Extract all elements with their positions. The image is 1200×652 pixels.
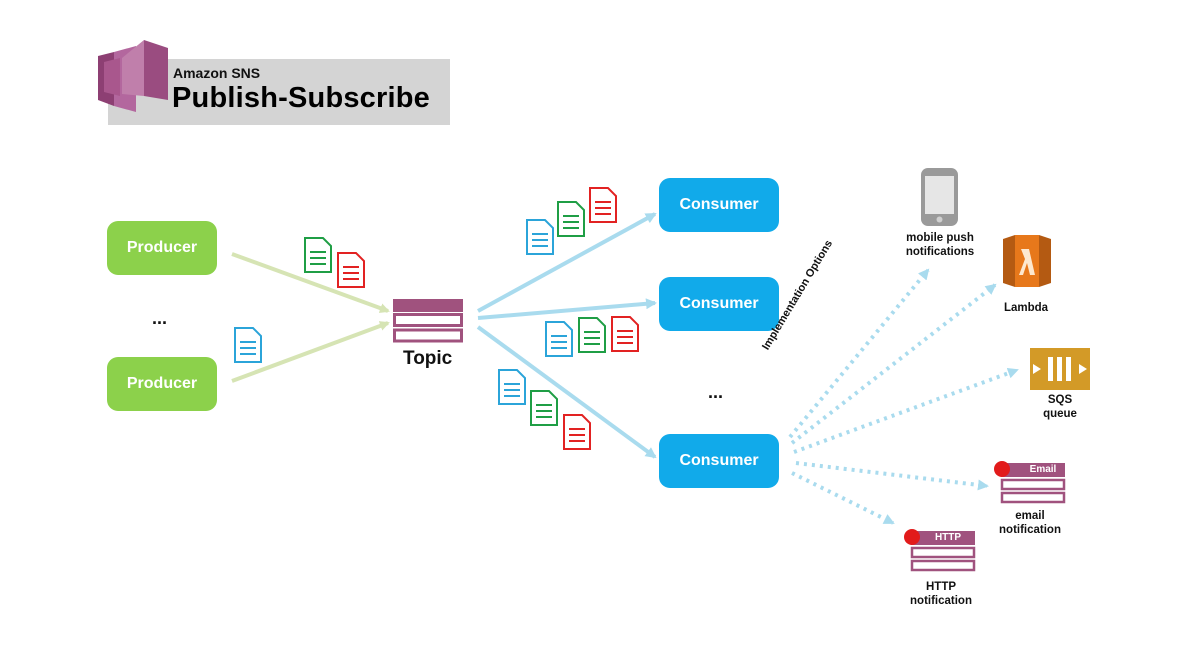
lambda-icon [1003, 235, 1051, 287]
email-label-line2: notification [999, 524, 1061, 536]
mobile-phone-icon [921, 168, 958, 226]
producer-node[interactable]: Producer [107, 357, 217, 411]
message-document-green-icon [557, 201, 585, 237]
header-subtitle: Amazon SNS [173, 65, 261, 81]
http-label: HTTP notification [900, 580, 982, 608]
email-queue-icon [994, 461, 1066, 504]
topic-queue-icon [393, 299, 463, 343]
message-document-green-icon [578, 317, 606, 353]
consumer-to-lambda-arrow [790, 283, 997, 445]
topic-to-consumer2-arrow [477, 298, 657, 320]
email-badge: Email [1029, 464, 1057, 475]
message-document-red-icon [611, 316, 639, 352]
topic-label: Topic [403, 348, 453, 369]
sqs-label-line2: queue [1043, 408, 1077, 420]
topic-to-consumer1-arrow [477, 212, 657, 313]
email-label-line1: email [1015, 510, 1045, 522]
http-label-line2: notification [910, 595, 972, 607]
sqs-label: SQS queue [1020, 393, 1100, 421]
producer2-to-topic-arrow [231, 321, 390, 383]
message-document-blue-icon [545, 321, 573, 357]
mobile-push-label: mobile push notifications [890, 231, 990, 259]
consumer-to-sqs-arrow [793, 367, 1019, 454]
message-document-green-icon [304, 237, 332, 273]
http-endpoint: HTTP [904, 528, 976, 574]
message-document-green-icon [530, 390, 558, 426]
message-document-blue-icon [498, 369, 526, 405]
lambda-label: Lambda [1003, 302, 1049, 314]
header-title: Publish-Subscribe [172, 82, 430, 114]
consumer-node[interactable]: Consumer [659, 434, 779, 488]
producer-ellipsis: ... [152, 308, 168, 328]
http-label-line1: HTTP [925, 581, 957, 593]
consumer-ellipsis: ... [708, 382, 724, 402]
message-document-blue-icon [234, 327, 262, 363]
amazon-sns-logo-icon [98, 40, 168, 112]
consumer-node[interactable]: Consumer [659, 178, 779, 232]
consumer-node[interactable]: Consumer [659, 277, 779, 331]
message-document-red-icon [589, 187, 617, 223]
message-document-red-icon [563, 414, 591, 450]
http-badge: HTTP [934, 532, 962, 543]
consumer-to-http-arrow [791, 471, 895, 525]
sqs-queue-icon [1030, 348, 1090, 390]
producer-node[interactable]: Producer [107, 221, 217, 275]
email-label: email notification [990, 509, 1070, 537]
http-queue-icon [904, 529, 976, 572]
mobile-push-label-line2: notifications [905, 246, 975, 258]
consumer-to-email-arrow [795, 461, 989, 491]
sqs-label-line1: SQS [1047, 394, 1073, 406]
message-document-red-icon [337, 252, 365, 288]
producer1-to-topic-arrow [231, 252, 390, 313]
message-document-blue-icon [526, 219, 554, 255]
topic-to-consumer3-arrow [476, 325, 657, 459]
email-endpoint: Email [993, 460, 1067, 506]
mobile-push-label-line1: mobile push [906, 232, 974, 244]
